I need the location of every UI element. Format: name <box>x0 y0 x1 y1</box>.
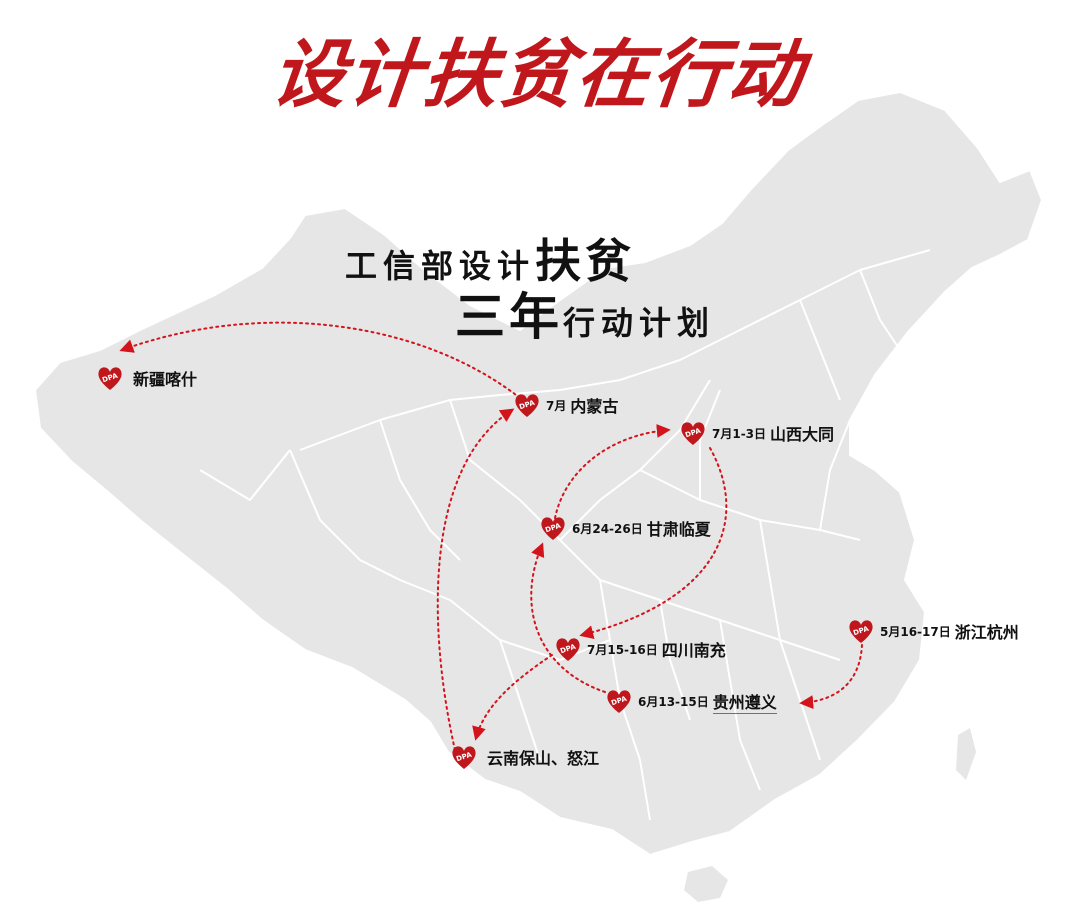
location-date: 6月13-15日 <box>638 694 709 709</box>
dpa-heart-pin-icon: DPA <box>607 690 631 713</box>
route-paths <box>119 321 863 751</box>
main-title: 设计扶贫在行动 <box>267 32 809 118</box>
route-guizhou-to-gansu <box>530 542 606 693</box>
location-date: 5月16-17日 <box>880 624 951 639</box>
location-place: 山西大同 <box>770 425 835 444</box>
subtitle-line1-prefix: 工信部设计 <box>345 247 536 285</box>
china-outline <box>33 90 1044 857</box>
subtitle-line2-suffix: 行动计划 <box>563 304 716 342</box>
location-date: 7月 <box>546 398 567 413</box>
location-guizhou: DPA 6月13-15日 贵州遵义 <box>604 686 777 716</box>
subtitle-line1: 工信部设计扶贫 <box>345 238 635 284</box>
location-date: 7月1-3日 <box>712 426 767 441</box>
hainan-island <box>684 866 728 902</box>
subtitle-line2-big: 三年 <box>455 287 563 346</box>
location-place: 云南保山、怒江 <box>487 749 600 768</box>
location-date: 7月15-16日 <box>587 642 658 657</box>
dpa-heart-pin-icon: DPA <box>849 620 873 643</box>
location-place: 内蒙古 <box>570 397 619 416</box>
location-neimenggu: DPA 7月 内蒙古 <box>512 390 618 420</box>
route-neimenggu-to-xinjiang <box>119 321 521 399</box>
location-gansu: DPA 6月24-26日 甘肃临夏 <box>538 513 711 543</box>
location-place: 四川南充 <box>661 641 726 660</box>
location-date: 6月24-26日 <box>572 521 643 536</box>
location-place: 新疆喀什 <box>133 370 198 389</box>
location-place: 贵州遵义 <box>712 689 777 714</box>
location-zhejiang: DPA 5月16-17日 浙江杭州 <box>846 616 1019 646</box>
location-sichuan: DPA 7月15-16日 四川南充 <box>553 634 726 664</box>
taiwan-island <box>956 728 976 780</box>
route-yunnan-to-neimenggu <box>436 408 515 751</box>
location-place: 浙江杭州 <box>954 623 1019 642</box>
dpa-heart-pin-icon: DPA <box>541 517 565 540</box>
subtitle-line1-big: 扶贫 <box>535 234 636 288</box>
province-borders <box>199 249 931 821</box>
location-shanxi: DPA 7月1-3日 山西大同 <box>678 418 834 448</box>
subtitle-line2: 三年行动计划 <box>455 292 715 342</box>
location-place: 甘肃临夏 <box>646 520 711 539</box>
dpa-heart-pin-icon: DPA <box>681 422 705 445</box>
location-yunnan: DPA 云南保山、怒江 <box>449 742 599 772</box>
dpa-heart-pin-icon: DPA <box>98 367 122 390</box>
dpa-heart-pin-icon: DPA <box>452 746 476 769</box>
dpa-heart-pin-icon: DPA <box>556 638 580 661</box>
location-xinjiang: DPA 新疆喀什 <box>95 363 197 393</box>
route-sichuan-to-yunnan <box>472 654 553 741</box>
route-gansu-to-shanxi <box>554 423 671 519</box>
dpa-heart-pin-icon: DPA <box>515 394 539 417</box>
route-shanxi-to-sichuan <box>579 447 728 640</box>
